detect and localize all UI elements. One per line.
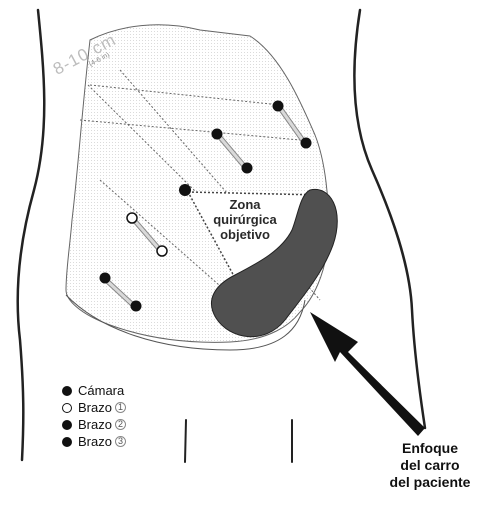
left-leg-line (185, 420, 186, 462)
approach-arrow (310, 312, 425, 436)
arm1-port-dot-a (127, 213, 137, 223)
lower-port-dot-b (131, 301, 142, 312)
arm1-port-dot-b (157, 246, 167, 256)
zone-label-line-3: objetivo (200, 227, 290, 242)
legend: Cámara Brazo 1 Brazo 2 Brazo 3 (62, 382, 126, 450)
arm3-port-dot-b (301, 138, 312, 149)
filled-dot-icon (62, 437, 72, 447)
legend-item-camera: Cámara (62, 382, 126, 399)
filled-dot-icon (62, 420, 72, 430)
approach-line-1: Enfoque (380, 440, 479, 457)
camera-port-dot (179, 184, 191, 196)
zone-label-line-1: Zona (200, 197, 290, 212)
target-zone-label: Zona quirúrgica objetivo (200, 197, 290, 242)
legend-label: Brazo (78, 400, 112, 415)
right-torso-edge (354, 10, 425, 428)
legend-number-badge: 2 (115, 419, 126, 430)
legend-item-arm-2: Brazo 2 (62, 416, 126, 433)
legend-number-badge: 3 (115, 436, 126, 447)
open-dot-icon (62, 403, 72, 413)
approach-line-3: del paciente (380, 474, 479, 491)
legend-label: Cámara (78, 383, 124, 398)
approach-line-2: del carro (380, 457, 479, 474)
arm2-port-dot-a (212, 129, 223, 140)
legend-item-arm-1: Brazo 1 (62, 399, 126, 416)
lower-port-dot-a (100, 273, 111, 284)
legend-label: Brazo (78, 434, 112, 449)
arm3-port-dot-a (273, 101, 284, 112)
port-camera (179, 184, 191, 196)
approach-label: Enfoque del carro del paciente (380, 440, 479, 491)
legend-number-badge: 1 (115, 402, 126, 413)
legend-label: Brazo (78, 417, 112, 432)
filled-dot-icon (62, 386, 72, 396)
left-torso-edge (18, 10, 45, 460)
arm2-port-dot-b (242, 163, 253, 174)
legend-item-arm-3: Brazo 3 (62, 433, 126, 450)
zone-label-line-2: quirúrgica (200, 212, 290, 227)
